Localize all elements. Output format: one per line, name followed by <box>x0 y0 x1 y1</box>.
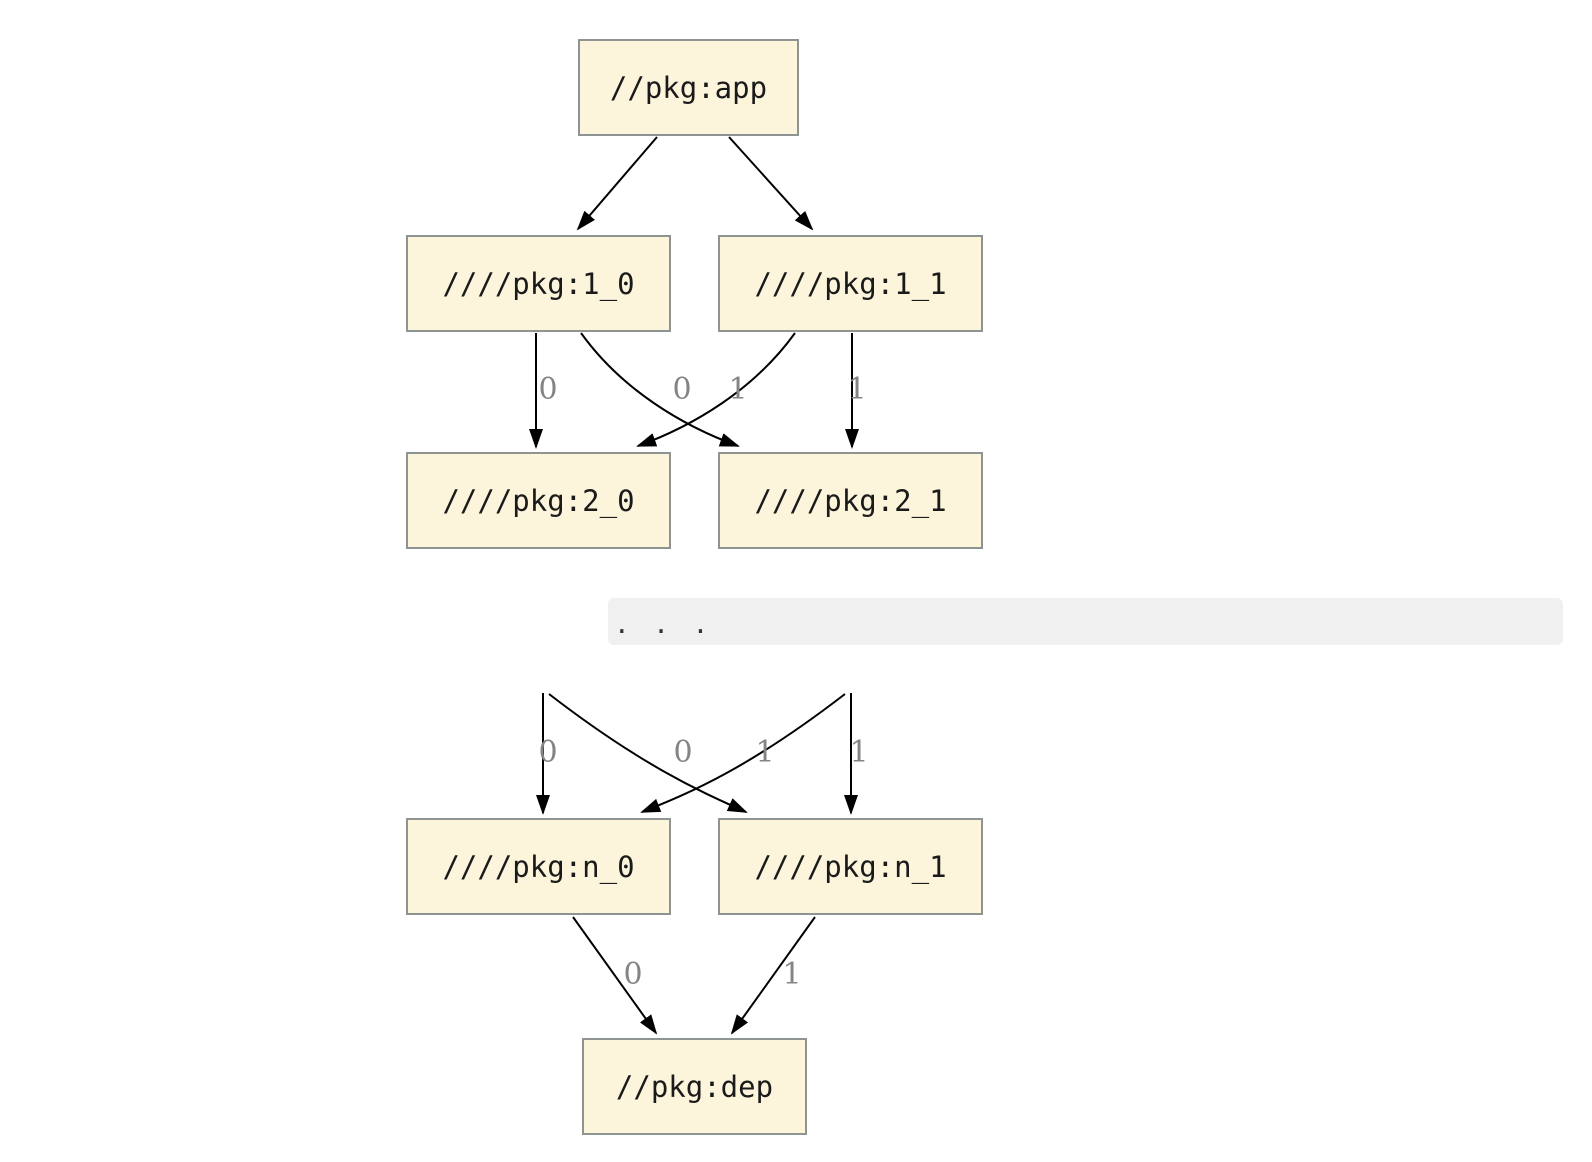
edge-label: 0 <box>672 372 692 407</box>
edge-label: 0 <box>538 372 558 407</box>
node-n_0: ////pkg:n_0 <box>406 818 671 915</box>
edge-app-1_1 <box>728 136 814 231</box>
node-app-label: //pkg:app <box>609 70 768 105</box>
edge-ellipsis-n_0-cross <box>640 693 846 813</box>
node-2_1-label: ////pkg:2_1 <box>754 483 947 518</box>
edge-ellipsis-n_1-cross <box>548 693 748 813</box>
edge-label: 0 <box>538 735 558 770</box>
node-2_0: ////pkg:2_0 <box>406 452 671 549</box>
node-n_1-label: ////pkg:n_1 <box>754 849 947 884</box>
node-n_1: ////pkg:n_1 <box>718 818 983 915</box>
edge-n_0-dep <box>572 916 658 1035</box>
node-dep-label: //pkg:dep <box>615 1069 774 1104</box>
edge-label: 1 <box>728 372 748 407</box>
edge-label: 1 <box>755 735 775 770</box>
node-n_0-label: ////pkg:n_0 <box>442 849 635 884</box>
edge-label: 1 <box>847 372 867 407</box>
edge-label: 1 <box>849 735 869 770</box>
node-dep: //pkg:dep <box>582 1038 807 1135</box>
ellipsis-text: . . . <box>614 609 713 640</box>
node-1_0: ////pkg:1_0 <box>406 235 671 332</box>
edge-1_0-2_1 <box>580 332 740 447</box>
node-2_1: ////pkg:2_1 <box>718 452 983 549</box>
edge-label: 1 <box>782 957 802 992</box>
edge-app-1_0 <box>576 136 658 231</box>
edge-1_1-2_0 <box>636 332 796 447</box>
node-1_0-label: ////pkg:1_0 <box>442 266 635 301</box>
edge-label: 0 <box>623 957 643 992</box>
node-1_1: ////pkg:1_1 <box>718 235 983 332</box>
node-app: //pkg:app <box>578 39 799 136</box>
node-2_0-label: ////pkg:2_0 <box>442 483 635 518</box>
edge-n_1-dep <box>730 916 816 1035</box>
ellipsis-bar: . . . <box>608 598 1563 645</box>
edge-label: 0 <box>673 735 693 770</box>
node-1_1-label: ////pkg:1_1 <box>754 266 947 301</box>
